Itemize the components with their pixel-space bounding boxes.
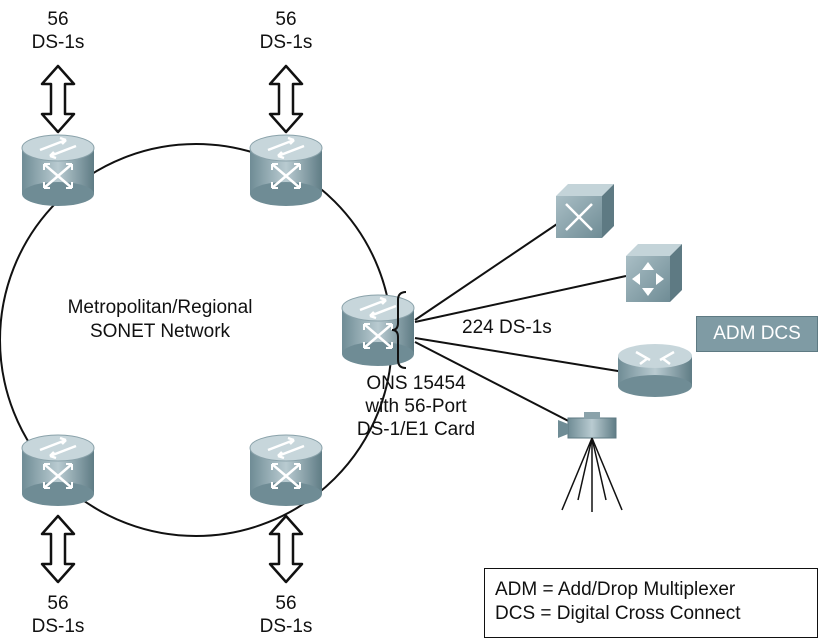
ds1-unit: DS-1s [31, 32, 85, 53]
ds1-count: 56 [47, 593, 69, 614]
ds1-count: 56 [275, 593, 297, 614]
fanout-bracket [391, 291, 407, 369]
ring-label: Metropolitan/Regional SONET Network [40, 296, 280, 344]
legend-adm: ADM = Add/Drop Multiplexer [495, 579, 736, 600]
adm-node-icon [248, 433, 324, 508]
ons-label: ONS 15454 with 56-Port DS-1/E1 Card [336, 372, 496, 441]
ons-label-line2: with 56-Port [365, 396, 467, 417]
corner-label-bottom-left: 56 DS-1s [26, 592, 90, 638]
ring-label-line1: Metropolitan/Regional [67, 297, 253, 318]
ds1-count: 56 [47, 9, 69, 30]
ds1-unit: DS-1s [259, 32, 313, 53]
ds1-unit: DS-1s [259, 616, 313, 637]
fanout-lines [414, 221, 627, 429]
corner-label-top-right: 56 DS-1s [254, 8, 318, 54]
legend: ADM = Add/Drop Multiplexer DCS = Digital… [484, 568, 818, 638]
adm-node-icon [20, 433, 96, 508]
legend-dcs: DCS = Digital Cross Connect [495, 603, 741, 624]
adm-dcs-label: ADM DCS [696, 316, 818, 352]
ds1-unit: DS-1s [31, 616, 85, 637]
double-arrow-icon [268, 514, 304, 584]
double-arrow-icon [40, 64, 76, 134]
dcs-box-icon [556, 184, 614, 238]
adm-node-icon [20, 133, 96, 208]
double-arrow-icon [268, 64, 304, 134]
fanout-label: 224 DS-1s [462, 317, 552, 338]
ds1-count: 56 [275, 9, 297, 30]
ons-label-line1: ONS 15454 [366, 373, 466, 394]
ons-label-line3: DS-1/E1 Card [356, 419, 476, 440]
double-arrow-icon [40, 514, 76, 584]
adm-node-icon [248, 133, 324, 208]
corner-label-top-left: 56 DS-1s [26, 8, 90, 54]
adm-box-icon [626, 244, 682, 302]
corner-label-bottom-right: 56 DS-1s [254, 592, 318, 638]
video-camera-icon [558, 412, 623, 512]
ring-label-line2: SONET Network [89, 321, 231, 342]
ons-15454-icon [340, 293, 416, 368]
router-icon [618, 344, 692, 397]
